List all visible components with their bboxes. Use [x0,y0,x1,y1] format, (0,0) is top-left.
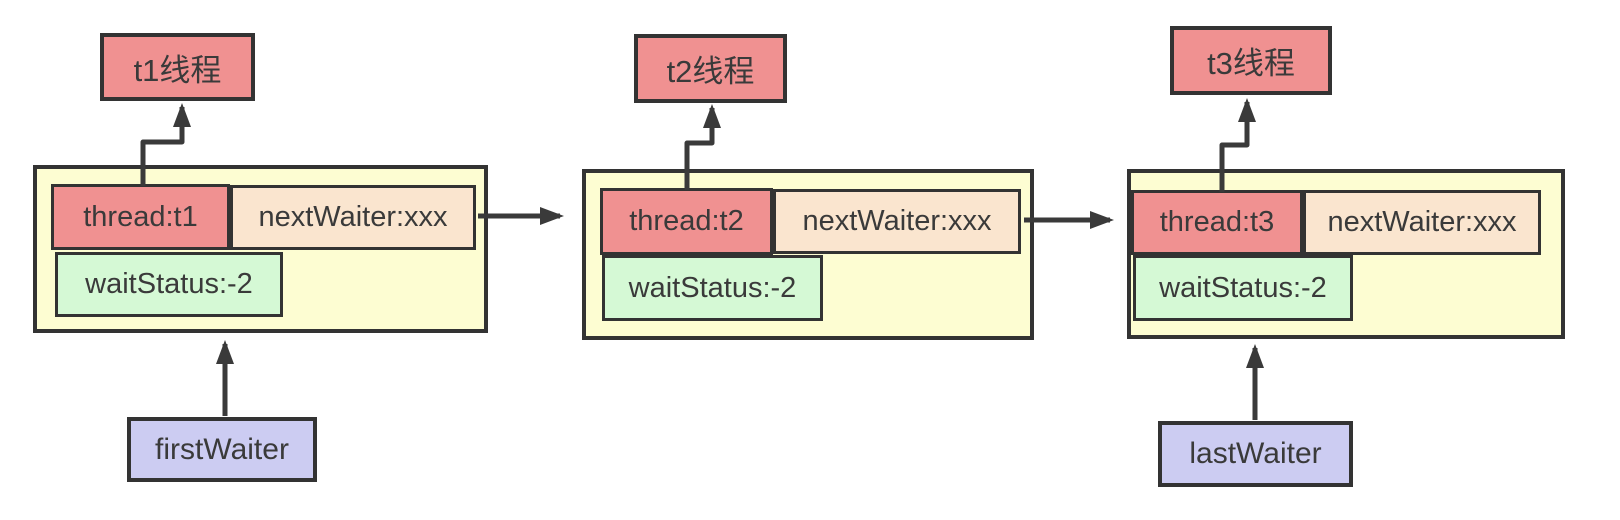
node3-wait-status-cell: waitStatus:-2 [1133,255,1353,321]
thread1-label-text: t1线程 [133,52,222,88]
first-waiter-text: firstWaiter [155,432,289,466]
node1-next-waiter-text: nextWaiter:xxx [258,201,448,233]
node1-wait-status-text: waitStatus:-2 [85,268,253,300]
node1-thread-cell: thread:t1 [51,184,230,250]
thread2-label-box: t2线程 [634,34,787,103]
node3-wait-status-text: waitStatus:-2 [1159,271,1327,304]
node2-next-waiter-text: nextWaiter:xxx [802,205,992,237]
node2-wait-status-cell: waitStatus:-2 [602,255,823,321]
node2-wait-status-text: waitStatus:-2 [628,271,797,304]
node1-wait-status-cell: waitStatus:-2 [55,252,283,317]
node3-thread-text: thread:t3 [1159,206,1275,238]
last-waiter-text: lastWaiter [1189,437,1322,470]
thread2-label-text: t2线程 [666,54,755,89]
node2-thread-text: thread:t2 [629,205,744,237]
node3-next-waiter-text: nextWaiter:xxx [1327,206,1517,238]
node3-next-waiter-cell: nextWaiter:xxx [1303,190,1541,255]
thread3-label-box: t3线程 [1170,26,1332,95]
node1-next-waiter-cell: nextWaiter:xxx [230,185,476,250]
thread1-label-box: t1线程 [100,33,255,101]
node2-next-waiter-cell: nextWaiter:xxx [773,189,1021,254]
node3-thread-cell: thread:t3 [1131,190,1303,255]
node1-thread-text: thread:t1 [83,200,198,233]
thread3-label-text: t3线程 [1207,46,1295,81]
first-waiter-box: firstWaiter [127,417,317,482]
last-waiter-box: lastWaiter [1158,421,1353,487]
node2-thread-cell: thread:t2 [600,188,773,255]
